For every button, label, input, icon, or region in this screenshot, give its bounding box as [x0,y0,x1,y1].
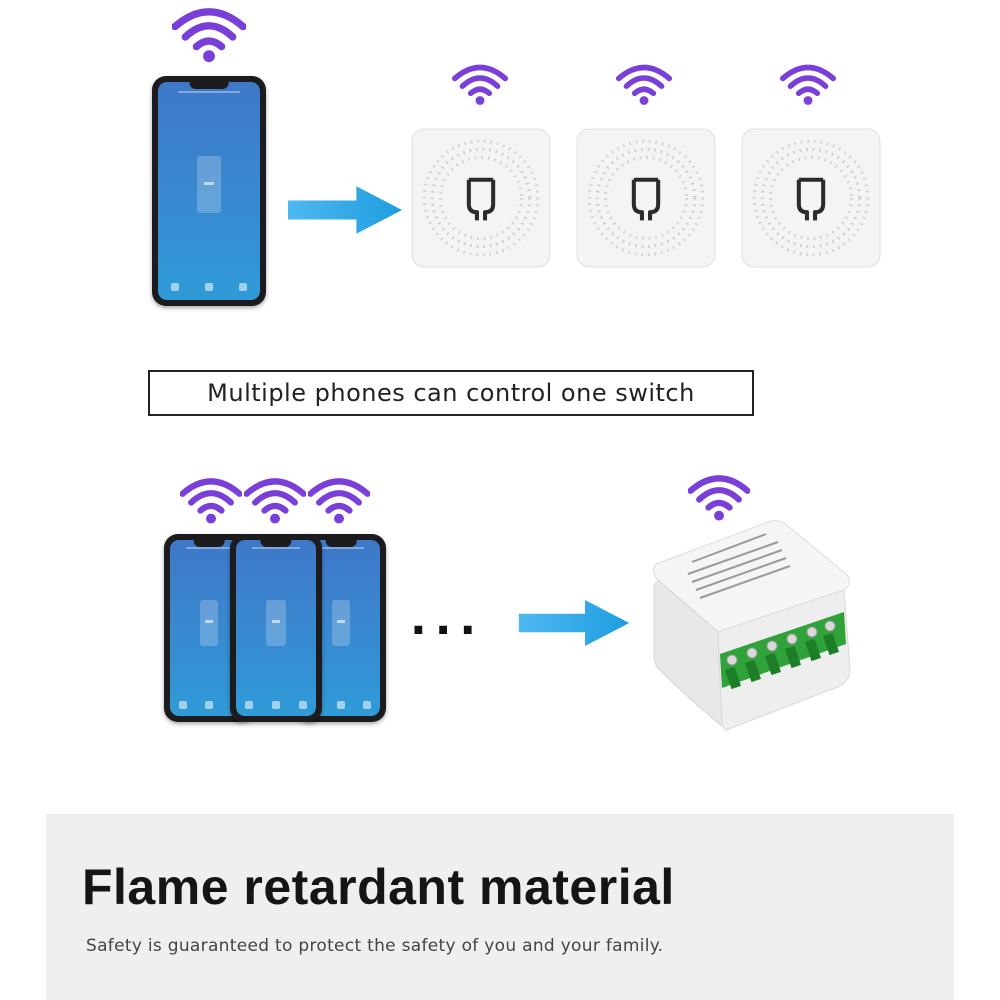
switch-module-3 [740,126,882,270]
switch-module-1 [410,126,552,270]
wifi-icon [452,62,508,106]
footer-panel [46,814,954,1000]
app-switch-card [196,156,222,213]
wifi-icon [780,62,836,106]
phone-wifi-signal [172,4,246,64]
arrow-right-icon [288,186,402,234]
smartphone [230,534,322,722]
wifi-icon [244,474,306,526]
app-tab-bar [158,274,260,300]
smart-switch-device [648,520,858,732]
wifi-icon [180,474,242,526]
switch-module-2 [575,126,717,270]
power-plug-icon [575,126,717,270]
wifi-icon [308,474,370,526]
power-plug-icon [740,126,882,270]
arrow-right-icon [516,600,632,646]
footer-title: Flame retardant material [82,859,675,915]
caption-box: Multiple phones can control one switch [148,370,754,416]
wifi-icon [172,4,246,64]
ellipsis: ... [410,594,485,645]
wifi-icon [688,472,750,522]
footer-subtitle: Safety is guaranteed to protect the safe… [86,936,664,956]
wifi-icon [616,62,672,106]
power-plug-icon [410,126,552,270]
smartphone [152,76,266,306]
phone-screen [158,82,260,300]
